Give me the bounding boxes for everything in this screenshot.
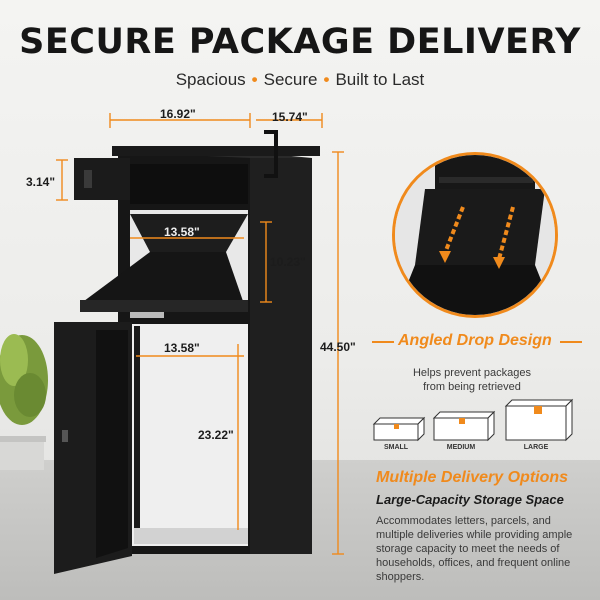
delivery-description: Accommodates letters, parcels, and multi… bbox=[376, 515, 573, 583]
dimension-storage-width: 13.58" bbox=[164, 341, 200, 355]
subtitle-secure: Secure bbox=[263, 70, 318, 89]
delivery-subtitle: Large-Capacity Storage Space bbox=[376, 492, 564, 507]
bullet-dot: • bbox=[251, 70, 258, 89]
subtitle: Spacious • Secure • Built to Last bbox=[0, 70, 600, 90]
dimension-drop-height: 10.23" bbox=[270, 255, 306, 269]
page-title: SECURE PACKAGE DELIVERY bbox=[19, 22, 581, 62]
dimension-total-height: 44.50" bbox=[320, 340, 356, 354]
subtitle-spacious: Spacious bbox=[175, 70, 246, 89]
box-label-small: SMALL bbox=[383, 444, 409, 451]
box-label-medium: MEDIUM bbox=[446, 444, 476, 451]
dimension-slot-height: 3.14" bbox=[26, 175, 56, 189]
angled-drop-title: Angled Drop Design bbox=[398, 332, 552, 349]
box-label-large: LARGE bbox=[523, 444, 549, 451]
angled-drop-detail bbox=[392, 152, 558, 318]
dimension-drop-width: 13.58" bbox=[164, 225, 200, 239]
angled-drop-description: Helps prevent packages from being retrie… bbox=[412, 367, 531, 393]
dimension-storage-height: 23.22" bbox=[198, 428, 234, 442]
plant-decoration bbox=[0, 334, 48, 470]
dimension-depth: 15.74" bbox=[272, 110, 308, 124]
chute-detail-graphic bbox=[395, 155, 555, 315]
subtitle-built: Built to Last bbox=[335, 70, 425, 89]
divider-right bbox=[560, 341, 582, 343]
delivery-title: Multiple Delivery Options bbox=[376, 469, 569, 486]
bullet-dot: • bbox=[323, 70, 330, 89]
dimension-width: 16.92" bbox=[160, 107, 196, 121]
divider-left bbox=[372, 341, 394, 343]
